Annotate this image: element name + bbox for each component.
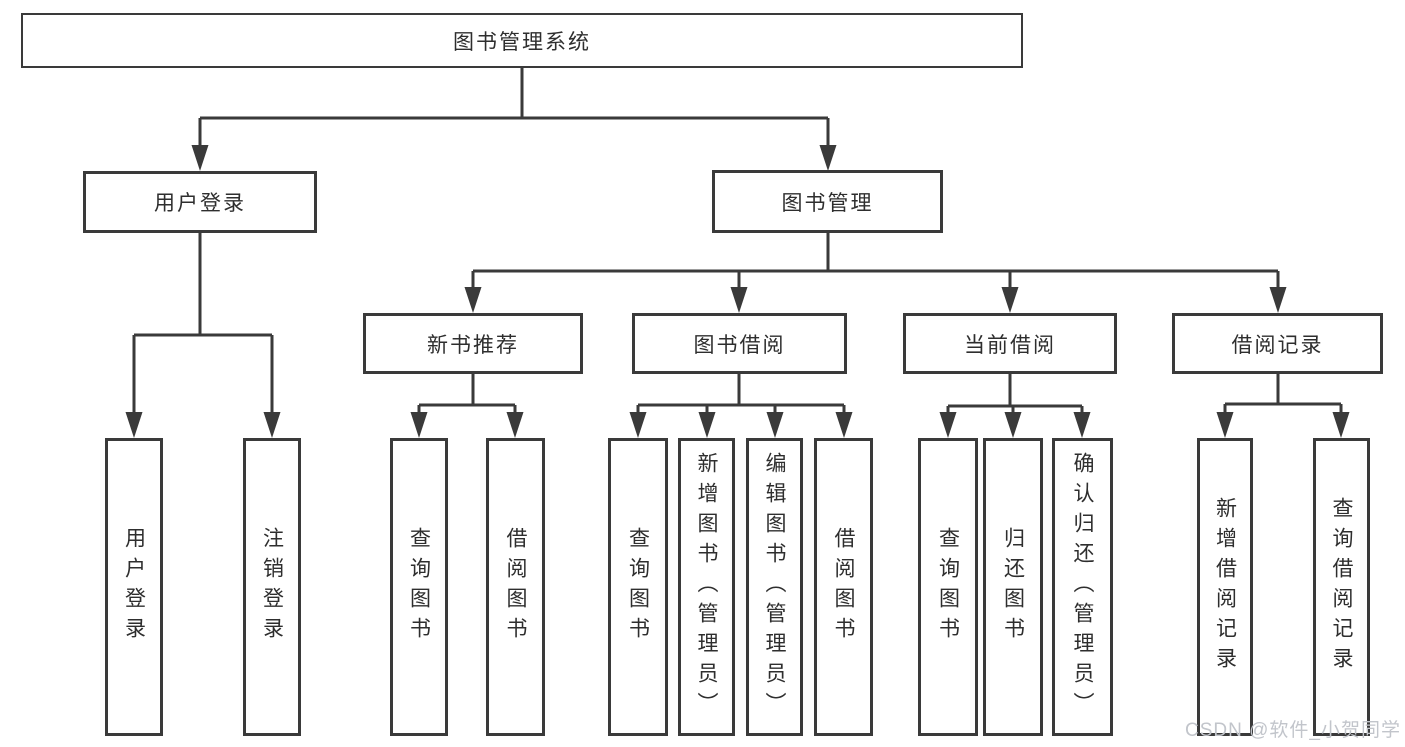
node-new-book-recommend-label: 新书推荐 [427,333,519,357]
leaf-newrec-query-books-label: 查询图书 [407,527,431,647]
leaf-borrow-edit-books-admin-label: 编辑图书（管理员） [763,452,786,722]
connector-newrec-to-leaves [417,374,517,413]
leaf-current-query-books: 查询图书 [918,438,978,736]
connector-bookmgmt-to-level3 [471,233,1280,288]
leaf-records-query-record: 查询借阅记录 [1313,438,1370,736]
leaf-records-add-record-label: 新增借阅记录 [1213,497,1237,677]
node-book-management: 图书管理 [712,170,943,233]
leaf-borrow-query-books: 查询图书 [608,438,668,736]
leaf-newrec-borrow-books-label: 借阅图书 [504,527,527,647]
node-new-book-recommend: 新书推荐 [363,313,583,374]
node-book-borrowing-label: 图书借阅 [693,333,786,357]
node-user-login-label: 用户登录 [154,192,246,215]
node-book-management-label: 图书管理 [781,191,874,215]
leaf-current-return-books: 归还图书 [983,438,1043,736]
leaf-newrec-query-books: 查询图书 [390,438,448,736]
leaf-logout-label: 注销登录 [260,527,284,647]
leaf-user-login-label: 用户登录 [122,527,146,647]
connector-userlogin-to-leaves [132,233,274,413]
node-root-label: 图书管理系统 [453,30,591,54]
leaf-current-query-books-label: 查询图书 [936,527,960,647]
connector-borrow-to-leaves [636,374,846,413]
leaf-borrow-borrow-books: 借阅图书 [814,438,873,736]
leaf-borrow-borrow-books-label: 借阅图书 [832,527,855,647]
leaf-current-confirm-return-admin-label: 确认归还（管理员） [1071,452,1094,722]
leaf-borrow-query-books-label: 查询图书 [626,527,650,647]
connector-current-to-leaves [946,374,1084,413]
connector-root-to-level2 [198,68,830,146]
leaf-current-confirm-return-admin: 确认归还（管理员） [1052,438,1113,736]
node-user-login: 用户登录 [83,171,317,233]
leaf-borrow-add-books-admin: 新增图书（管理员） [678,438,735,736]
leaf-records-add-record: 新增借阅记录 [1197,438,1253,736]
leaf-user-login: 用户登录 [105,438,163,736]
node-current-borrowing-label: 当前借阅 [964,333,1056,357]
leaf-newrec-borrow-books: 借阅图书 [486,438,545,736]
leaf-borrow-edit-books-admin: 编辑图书（管理员） [746,438,803,736]
arrowheads [125,145,1350,438]
node-current-borrowing: 当前借阅 [903,313,1117,374]
leaf-borrow-add-books-admin-label: 新增图书（管理员） [695,452,718,722]
node-book-borrowing: 图书借阅 [632,313,847,374]
node-borrow-records-label: 借阅记录 [1231,333,1324,357]
leaf-logout: 注销登录 [243,438,301,736]
leaf-records-query-record-label: 查询借阅记录 [1330,497,1353,677]
leaf-current-return-books-label: 归还图书 [1001,527,1025,647]
node-borrow-records: 借阅记录 [1172,313,1383,374]
csdn-watermark: CSDN @软件_小贺同学 [1185,720,1401,741]
node-root: 图书管理系统 [21,13,1023,68]
connector-records-to-leaves [1223,374,1343,413]
